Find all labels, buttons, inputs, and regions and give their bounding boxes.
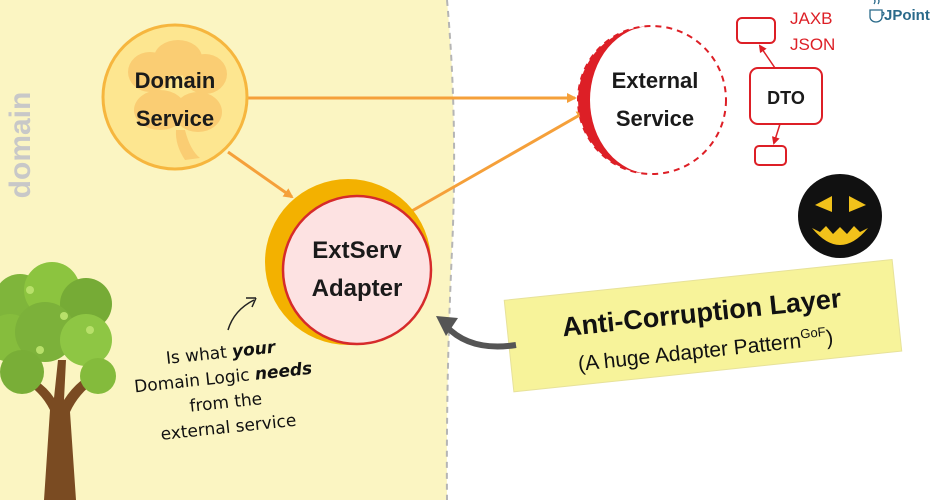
dto-child-bottom xyxy=(754,145,787,166)
arrow-adapter-to-external xyxy=(409,110,587,214)
dto-format-jaxb: JAXB xyxy=(790,9,833,28)
adapter-line1: ExtServ xyxy=(312,237,402,264)
dto-link-bottom xyxy=(771,123,781,145)
acl-note: Anti-Corruption Layer (A huge Adapter Pa… xyxy=(503,259,903,393)
adapter-node: ExtServ Adapter xyxy=(265,179,433,346)
brain-icon xyxy=(128,40,227,160)
domain-service-line2: Service xyxy=(136,106,214,131)
domain-service-line1: Domain xyxy=(135,68,216,93)
jpoint-logo: JPoint xyxy=(869,0,930,24)
dto-structure: DTO JAXB JSON xyxy=(736,9,835,166)
dto-box xyxy=(749,67,823,125)
tree-icon xyxy=(0,262,116,500)
annotation-arrow xyxy=(227,299,255,331)
java-cup-icon xyxy=(869,0,885,23)
dto-link-top xyxy=(758,44,776,69)
external-service-line1: External xyxy=(612,68,699,93)
adapter-line2: Adapter xyxy=(312,275,403,302)
domain-label: domain xyxy=(4,92,37,199)
arrow-domain-to-adapter xyxy=(227,150,294,199)
external-service-node: External Service xyxy=(577,25,727,175)
dto-format-json: JSON xyxy=(790,35,835,54)
external-service-line2: Service xyxy=(616,106,694,131)
logo-text: JPoint xyxy=(884,7,930,24)
dto-label: DTO xyxy=(767,88,805,108)
acl-pointer-arrow xyxy=(443,323,517,350)
acl-pointer-arrowhead xyxy=(436,316,458,336)
dto-child-top xyxy=(736,17,776,44)
domain-service-node: Domain Service xyxy=(101,23,249,171)
jack-o-lantern-icon xyxy=(798,174,882,258)
